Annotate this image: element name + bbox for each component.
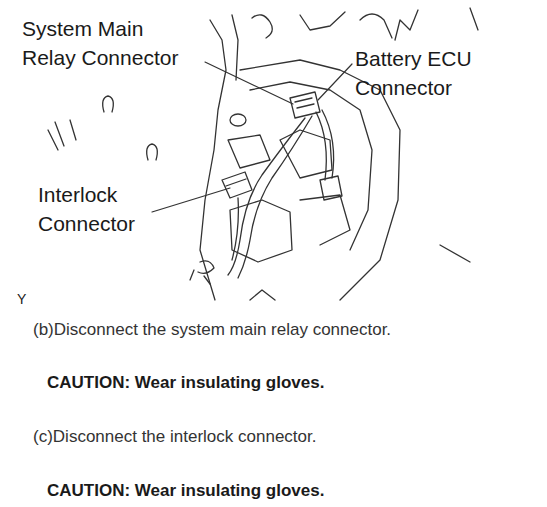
connector <box>320 176 342 200</box>
figure-code: Y <box>17 290 37 310</box>
callout-label: Interlock Connector <box>38 180 163 238</box>
hook <box>147 144 158 160</box>
leader-line <box>205 62 293 104</box>
connector-detail <box>226 179 246 186</box>
frame-line <box>250 290 275 300</box>
wire-harness <box>232 198 238 260</box>
clamp <box>360 14 392 38</box>
connector-detail <box>295 98 314 108</box>
relay-connector <box>290 92 320 118</box>
callout-label: Battery ECU Connector <box>355 44 505 102</box>
frame-line <box>200 20 226 300</box>
frame-line <box>48 120 76 150</box>
frame-line <box>232 15 238 80</box>
wire-harness <box>316 112 326 180</box>
caution-note: CAUTION: Wear insulating gloves. <box>47 371 527 395</box>
wire-harness <box>238 116 312 278</box>
instruction-step: (c)Disconnect the interlock connector. <box>33 425 533 449</box>
frame-line <box>470 8 478 30</box>
callout-label: System Main Relay Connector <box>22 14 222 72</box>
frame-line <box>300 12 345 30</box>
interlock-connector <box>222 172 252 198</box>
ground-terminal <box>190 261 214 284</box>
instruction-step: (b)Disconnect the system main relay conn… <box>33 318 533 342</box>
caution-note: CAUTION: Wear insulating gloves. <box>47 479 527 503</box>
clamp <box>252 15 272 38</box>
wire-harness <box>322 110 334 178</box>
frame-line <box>440 245 470 262</box>
bracket <box>228 135 270 168</box>
frame-line <box>395 10 418 40</box>
hook <box>103 96 114 112</box>
leader-line <box>152 188 230 212</box>
bolt-hole <box>230 114 246 126</box>
leader-line <box>318 64 352 100</box>
frame-line <box>300 195 350 245</box>
bracket <box>230 200 292 262</box>
wire-harness <box>228 118 305 275</box>
